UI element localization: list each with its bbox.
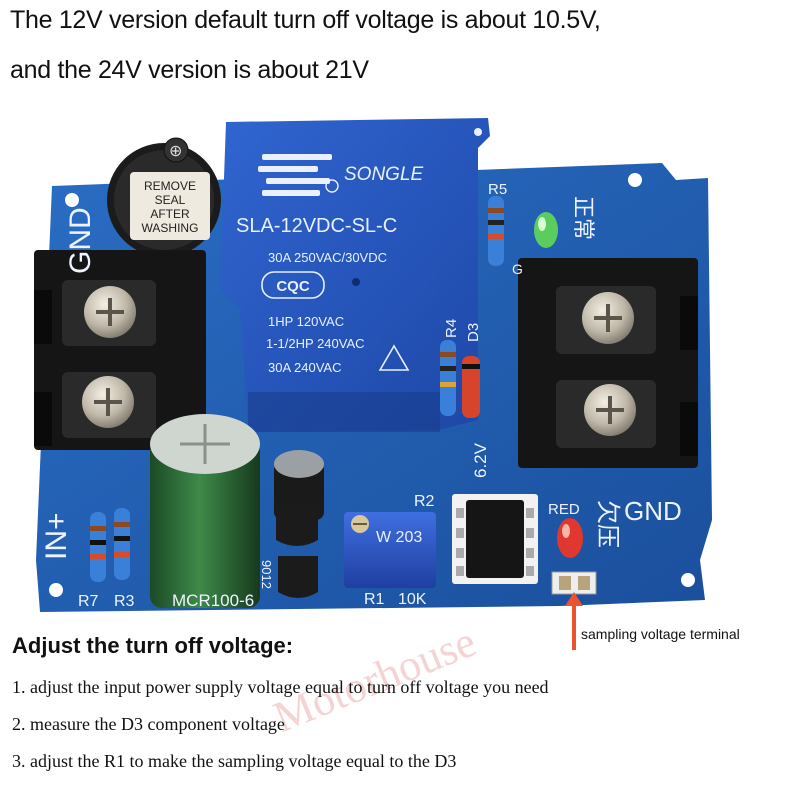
red-arrow-icon: [565, 592, 583, 650]
silk-normal-cn: 正常: [571, 196, 596, 240]
header-line-1: The 12V version default turn off voltage…: [10, 6, 601, 34]
mounting-hole: [628, 173, 642, 187]
output-terminal-block: [518, 258, 698, 468]
zener-diode-d3: [462, 356, 480, 418]
silk-r1-value: 10K: [398, 591, 427, 608]
silk-transistor: 9012: [259, 560, 274, 589]
relay-line-4: 1-1/2HP 240VAC: [266, 336, 365, 351]
relay-logo-icon: [258, 154, 332, 196]
relay-line-3: 1HP 120VAC: [268, 314, 344, 329]
warning-triangle-icon: [378, 344, 410, 371]
sampling-terminal-label: sampling voltage terminal: [581, 626, 740, 642]
pot-code: W 203: [376, 529, 422, 546]
silk-r5: R5: [488, 181, 507, 198]
scr-mcr100: [278, 556, 318, 598]
relay-rating-1: 30A 250VAC/30VDC: [268, 250, 387, 265]
dip8-ic: [452, 494, 538, 584]
resistor-r5: [488, 196, 504, 266]
header-line-2: and the 24V version is about 21V: [10, 56, 369, 84]
small-capacitor: [274, 450, 324, 520]
silk-g: G: [512, 261, 523, 277]
steps-title: Adjust the turn off voltage:: [12, 633, 294, 658]
silk-r2: R2: [414, 493, 435, 510]
relay-brand: SONGLE: [344, 164, 424, 185]
resistor-r4: [440, 340, 456, 416]
step-item: 2. measure the D3 component voltage: [12, 714, 285, 734]
silk-gnd-left: GND: [64, 207, 97, 274]
buzzer-label-line-3: AFTER: [150, 207, 190, 221]
step-item: 1. adjust the input power supply voltage…: [12, 677, 549, 697]
resistor-r3: [114, 508, 130, 580]
silk-r1: R1: [364, 591, 385, 608]
relay-model: SLA-12VDC-SL-C: [236, 215, 397, 237]
svg-text:⊕: ⊕: [169, 141, 182, 160]
transistor-9012: [276, 506, 318, 546]
silk-zener: 6.2V: [471, 442, 490, 478]
sampling-voltage-terminal: [551, 571, 597, 595]
buzzer-label-line-1: REMOVE: [144, 179, 196, 193]
mounting-hole: [65, 193, 79, 207]
silk-undervoltage-cn: 欠压: [594, 500, 621, 548]
silk-scr: MCR100-6: [172, 591, 254, 610]
relay-line-5: 30A 240VAC: [268, 360, 341, 375]
mounting-hole: [49, 583, 63, 597]
silk-r7: R7: [78, 593, 99, 610]
silk-gnd-right: GND: [624, 496, 682, 526]
mounting-hole: [681, 573, 695, 587]
silk-d3: D3: [465, 323, 482, 342]
input-terminal-block: [34, 250, 206, 450]
silk-r4: R4: [443, 319, 460, 338]
relay: SONGLE SLA-12VDC-SL-C 30A 250VAC/30VDC C…: [220, 118, 490, 432]
buzzer-label-line-4: WASHING: [142, 221, 199, 235]
buzzer-label-line-2: SEAL: [155, 193, 186, 207]
resistor-r7: [90, 512, 106, 582]
electrolytic-capacitor: [150, 414, 260, 608]
buzzer: ⊕ REMOVE SEAL AFTER WASHING: [107, 137, 221, 257]
step-item: 3. adjust the R1 to make the sampling vo…: [12, 751, 457, 771]
green-led: [534, 212, 558, 248]
relay-cert: CQC: [276, 278, 310, 295]
silk-r3: R3: [114, 593, 135, 610]
silk-red: RED: [548, 501, 580, 518]
trimmer-potentiometer-r1: [344, 512, 436, 588]
silk-in-plus: IN+: [40, 512, 73, 560]
red-led: [557, 518, 583, 558]
